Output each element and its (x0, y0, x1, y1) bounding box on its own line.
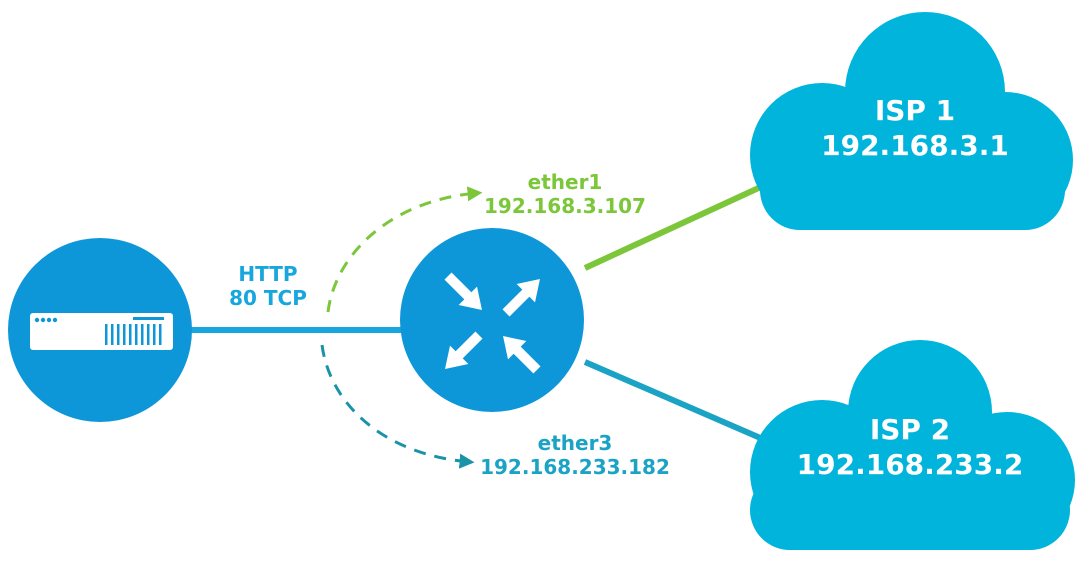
isp-ip: 192.168.3.1 (821, 129, 1009, 162)
ether1-label: ether1 192.168.3.107 (465, 170, 665, 218)
port-text: 80 TCP (229, 286, 307, 310)
cloud-icon (750, 340, 1075, 550)
cloud-icon (750, 12, 1073, 230)
server-icon (8, 238, 192, 422)
router-isp1-link (583, 182, 767, 271)
router-icon (400, 228, 584, 412)
interface-name: ether1 (527, 170, 603, 194)
isp-name: ISP 1 (874, 94, 956, 127)
isp2-label: ISP 2 192.168.233.2 (770, 412, 1050, 482)
isp-ip: 192.168.233.2 (796, 448, 1024, 481)
interface-ip: 192.168.233.182 (480, 455, 670, 479)
isp-name: ISP 2 (869, 413, 951, 446)
router-isp2-link (583, 359, 767, 443)
isp1-label: ISP 1 192.168.3.1 (790, 93, 1040, 163)
interface-name: ether3 (537, 431, 613, 455)
http-link-label: HTTP 80 TCP (200, 262, 336, 310)
ether3-label: ether3 192.168.233.182 (460, 431, 690, 479)
protocol-text: HTTP (238, 262, 298, 286)
ether1-route-arrow (326, 186, 483, 313)
ether3-route-arrow (320, 344, 475, 469)
interface-ip: 192.168.3.107 (484, 194, 646, 218)
